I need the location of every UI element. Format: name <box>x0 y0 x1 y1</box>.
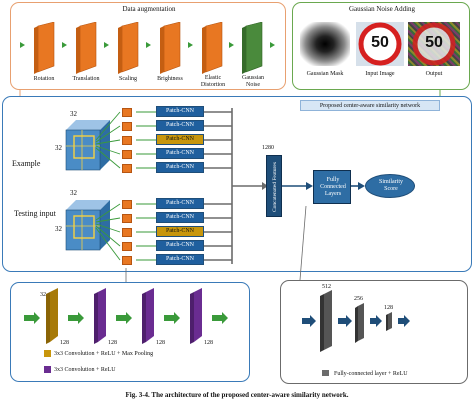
aug-slab-rotation <box>34 21 56 79</box>
aug-slab-scaling <box>118 21 140 79</box>
aug-label: Gaussian Noise <box>242 75 264 88</box>
patch-cnn-box-center: Patch-CNN <box>156 134 204 145</box>
fully-connected-box: Fully Connected Layers <box>313 170 351 204</box>
concatenated-features-box: Concatenated Features <box>266 155 282 217</box>
legend-conv-label: 3x3 Convolution + ReLU <box>54 367 116 373</box>
fc-label: Fully Connected Layers <box>320 177 346 197</box>
detail-dim: 128 <box>156 340 165 346</box>
patch-crop <box>122 150 132 159</box>
aug-arrow <box>62 42 67 48</box>
patch-cnn-box: Patch-CNN <box>156 162 204 173</box>
patch-cnn-box: Patch-CNN <box>156 106 204 117</box>
fc-dim: 256 <box>354 296 363 302</box>
fc-dim: 512 <box>322 284 331 290</box>
noisy-sign-icon <box>412 22 456 66</box>
concat-dim: 1280 <box>262 145 274 151</box>
patch-cnn-box: Patch-CNN <box>156 240 204 251</box>
aug-label: Scaling <box>119 76 137 82</box>
aug-slab-brightness <box>160 21 182 79</box>
similarity-score: Similarity Score <box>365 174 415 198</box>
concat-label: Concatenated Features <box>272 162 278 212</box>
figure-caption: Fig. 3-4. The architecture of the propos… <box>125 391 349 399</box>
patch-cnn-detail-diagram <box>24 288 228 373</box>
aug-arrow <box>20 42 25 48</box>
aug-label: Elastic Distortion <box>200 75 226 88</box>
aug-arrow <box>104 42 109 48</box>
aug-arrow <box>146 42 151 48</box>
gaussian-mask-image <box>300 22 350 66</box>
testing-dim-side: 32 <box>55 225 62 233</box>
data-augmentation-title: Data augmentation <box>122 5 176 13</box>
gaussian-noise-panel: Gaussian Noise Adding <box>292 2 470 90</box>
fc-detail-diagram <box>302 290 410 376</box>
detail-dim: 32 <box>40 292 46 298</box>
aug-arrow <box>229 42 234 48</box>
detail-dim: 128 <box>60 340 69 346</box>
testing-input-label: Testing input <box>14 209 56 218</box>
example-dim-side: 32 <box>55 144 62 152</box>
aug-slab-elastic <box>202 21 224 79</box>
aug-label: Brightness <box>157 76 183 82</box>
example-dim-top: 32 <box>70 110 77 118</box>
network-title-box: Proposed center-aware similarity network <box>300 100 440 111</box>
aug-label: Rotation <box>33 76 55 82</box>
aug-arrow <box>270 42 275 48</box>
aug-slab-translation <box>76 21 98 79</box>
detail-dim: 128 <box>204 340 213 346</box>
patch-crop <box>122 200 132 209</box>
gaussian-noise-title: Gaussian Noise Adding <box>348 5 416 13</box>
patch-crop <box>122 136 132 145</box>
patch-cnn-box-center: Patch-CNN <box>156 226 204 237</box>
patch-crop <box>122 122 132 131</box>
gaussian-mask-label: Gaussian Mask <box>306 71 344 77</box>
aug-label: Translation <box>72 76 100 82</box>
patch-cnn-box: Patch-CNN <box>156 148 204 159</box>
patch-cnn-detail-panel <box>10 282 250 382</box>
output-label: Output <box>425 71 443 77</box>
aug-slab-gaussian <box>242 21 264 79</box>
speed-sign-icon <box>358 22 402 66</box>
patch-crop <box>122 242 132 251</box>
fc-detail-panel <box>280 280 468 384</box>
patch-cnn-box: Patch-CNN <box>156 120 204 131</box>
patch-crop <box>122 108 132 117</box>
fc-dim: 128 <box>384 305 393 311</box>
patch-crop <box>122 256 132 265</box>
input-image: 50 <box>356 22 404 66</box>
patch-crop <box>122 214 132 223</box>
input-image-label: Input Image <box>365 71 395 77</box>
patch-crop <box>122 164 132 173</box>
legend-pool-label: 3x3 Convolution + ReLU + Max Pooling <box>54 351 154 357</box>
aug-arrow <box>188 42 193 48</box>
patch-crop <box>122 228 132 237</box>
patch-cnn-box: Patch-CNN <box>156 254 204 265</box>
noisy-sign-number: 50 <box>425 34 443 51</box>
network-title: Proposed center-aware similarity network <box>319 103 421 109</box>
fc-legend-label: Fully-connected layer + ReLU <box>334 371 408 377</box>
detail-dim: 128 <box>108 340 117 346</box>
example-label: Example <box>12 159 41 168</box>
output-image: 50 <box>408 22 460 66</box>
patch-cnn-box: Patch-CNN <box>156 198 204 209</box>
sign-number: 50 <box>371 34 389 51</box>
data-augmentation-panel: Data augmentation <box>10 2 286 90</box>
patch-cnn-box: Patch-CNN <box>156 212 204 223</box>
network-panel <box>2 96 472 272</box>
testing-dim-top: 32 <box>70 189 77 197</box>
score-label: Similarity Score <box>379 179 403 192</box>
